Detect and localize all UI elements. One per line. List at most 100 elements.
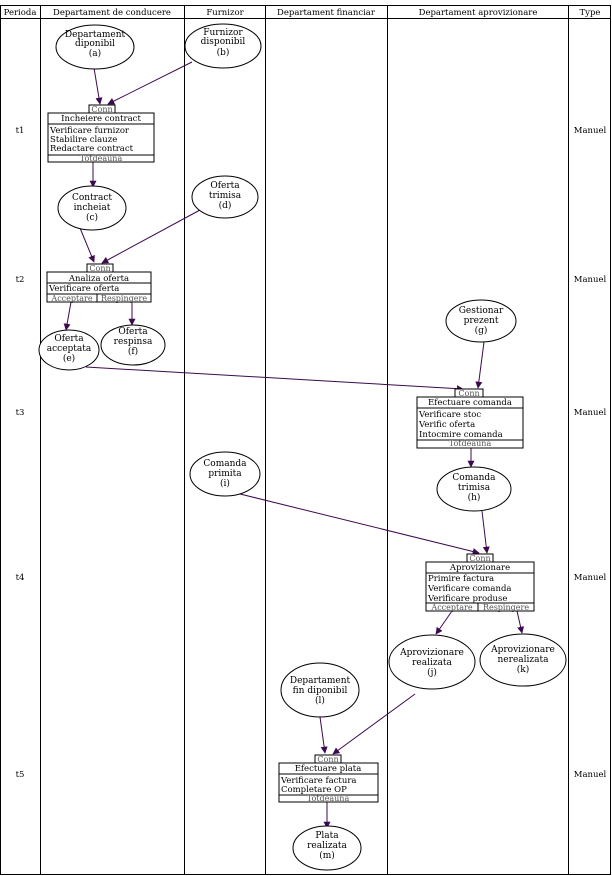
event-m: Plata realizata (m)	[292, 825, 362, 871]
svg-text:Acceptare: Acceptare	[50, 294, 92, 303]
svg-text:realizata: realizata	[412, 658, 452, 668]
svg-text:(i): (i)	[220, 478, 230, 489]
svg-text:(b): (b)	[217, 47, 230, 58]
svg-text:Totdeauna: Totdeauna	[449, 439, 492, 448]
svg-text:(f): (f)	[128, 346, 138, 357]
flow-arrow	[85, 366, 464, 393]
svg-text:disponibil: disponibil	[201, 37, 246, 47]
svg-text:Verific oferta: Verific oferta	[418, 420, 475, 430]
function-efectuare-comanda: Conn Efectuare comanda Verificare stoc V…	[416, 388, 524, 449]
svg-text:primita: primita	[208, 469, 242, 479]
svg-text:Verificare comanda: Verificare comanda	[427, 584, 511, 594]
event-e: Oferta acceptata (e)	[38, 329, 100, 371]
event-i: Comanda primita (i)	[189, 451, 261, 497]
svg-text:Plata: Plata	[315, 831, 339, 841]
svg-text:Conn: Conn	[317, 755, 338, 764]
flow-arrow	[101, 209, 201, 264]
svg-text:Efectuare plata: Efectuare plata	[295, 764, 362, 774]
period-label: t4	[16, 573, 25, 583]
svg-text:Oferta: Oferta	[210, 181, 240, 191]
event-c: Contract incheiat (c)	[57, 185, 127, 231]
svg-text:diponibil: diponibil	[75, 39, 115, 49]
type-label: Manuel	[574, 275, 607, 285]
function-incheiere-contract: Conn Incheiere contract Verificare furni…	[47, 104, 155, 163]
svg-text:Acceptare: Acceptare	[430, 603, 472, 612]
event-k: Aprovizionare nerealizata (k)	[479, 633, 567, 687]
svg-text:Conn: Conn	[469, 554, 490, 563]
flow-arrow	[516, 610, 525, 634]
event-l: Departament fin diponibil (l)	[280, 662, 360, 718]
svg-text:(e): (e)	[63, 353, 75, 364]
lane-header-furnizor: Furnizor	[206, 8, 244, 18]
lane-header-financiar: Departament financiar	[277, 8, 376, 18]
period-label: t5	[16, 770, 25, 780]
svg-text:Respingere: Respingere	[483, 603, 529, 612]
svg-text:Departament: Departament	[65, 30, 126, 40]
flow-arrow	[475, 341, 485, 389]
lane-header-conducere: Departament de conducere	[53, 8, 171, 18]
flow-arrow	[231, 491, 480, 555]
svg-text:prezent: prezent	[464, 316, 499, 326]
type-label: Manuel	[574, 573, 607, 583]
svg-text:Verificare produse: Verificare produse	[427, 594, 507, 604]
svg-text:(m): (m)	[319, 850, 335, 861]
svg-text:Primire factura: Primire factura	[428, 574, 494, 584]
svg-text:(g): (g)	[475, 325, 488, 336]
flow-arrow	[93, 67, 103, 105]
svg-text:Analiza oferta: Analiza oferta	[68, 274, 129, 284]
event-b: Furnizor disponibil (b)	[184, 23, 262, 69]
function-analiza-oferta: Conn Analiza oferta Verificare oferta Ac…	[46, 263, 152, 303]
svg-text:Redactare contract: Redactare contract	[50, 144, 134, 154]
flow-arrow	[319, 716, 328, 754]
svg-text:Respingere: Respingere	[101, 294, 147, 303]
event-g: Gestionar prezent (g)	[445, 299, 517, 343]
event-a: Departament diponibil (a)	[55, 24, 135, 70]
svg-text:Aprovizionare: Aprovizionare	[490, 645, 555, 655]
flow-arrow	[79, 227, 95, 263]
flow-arrow	[332, 693, 416, 755]
svg-text:respinsa: respinsa	[114, 337, 153, 347]
svg-text:trimisa: trimisa	[458, 483, 491, 493]
svg-text:Aprovizionare: Aprovizionare	[399, 648, 464, 658]
svg-text:Verificare factura: Verificare factura	[280, 776, 356, 786]
svg-text:Verificare stoc: Verificare stoc	[418, 410, 481, 420]
lane-header-period: Perioda	[4, 8, 37, 18]
svg-text:Verificare oferta: Verificare oferta	[48, 284, 119, 294]
svg-text:Totdeauna: Totdeauna	[80, 154, 123, 163]
event-f: Oferta respinsa (f)	[100, 324, 166, 366]
svg-text:Contract: Contract	[72, 193, 112, 203]
svg-text:Aprovizionare: Aprovizionare	[449, 563, 510, 573]
svg-text:trimisa: trimisa	[209, 191, 242, 201]
lane-header-type: Type	[580, 8, 601, 18]
svg-text:Conn: Conn	[89, 264, 110, 273]
svg-text:Conn: Conn	[91, 105, 112, 114]
svg-text:Verificare furnizor: Verificare furnizor	[49, 126, 130, 136]
type-label: Manuel	[574, 126, 607, 136]
period-label: t3	[16, 408, 25, 418]
svg-text:Departament: Departament	[290, 676, 351, 686]
svg-text:Totdeauna: Totdeauna	[307, 794, 350, 803]
svg-text:(k): (k)	[517, 664, 529, 675]
flow-arrow	[107, 61, 193, 105]
svg-text:acceptata: acceptata	[47, 344, 92, 354]
svg-text:Completare OP: Completare OP	[281, 785, 347, 795]
svg-text:fin diponibil: fin diponibil	[293, 686, 348, 696]
svg-text:Comanda: Comanda	[203, 459, 247, 469]
type-label: Manuel	[574, 770, 607, 780]
svg-text:Furnizor: Furnizor	[203, 28, 243, 38]
svg-text:realizata: realizata	[307, 841, 347, 851]
event-j: Aprovizionare realizata (j)	[388, 634, 476, 690]
flow-arrow	[435, 610, 453, 635]
svg-text:incheiat: incheiat	[74, 203, 111, 213]
svg-text:(a): (a)	[89, 48, 101, 59]
period-label: t2	[16, 275, 25, 285]
svg-text:Oferta: Oferta	[118, 327, 148, 337]
period-label: t1	[16, 126, 25, 136]
event-h: Comanda trimisa (h)	[436, 466, 512, 512]
svg-text:Intocmire comanda: Intocmire comanda	[419, 430, 503, 440]
svg-text:(c): (c)	[86, 212, 98, 223]
event-d: Oferta trimisa (d)	[191, 175, 259, 219]
diagram-frame	[0, 5, 611, 875]
type-label: Manuel	[574, 408, 607, 418]
